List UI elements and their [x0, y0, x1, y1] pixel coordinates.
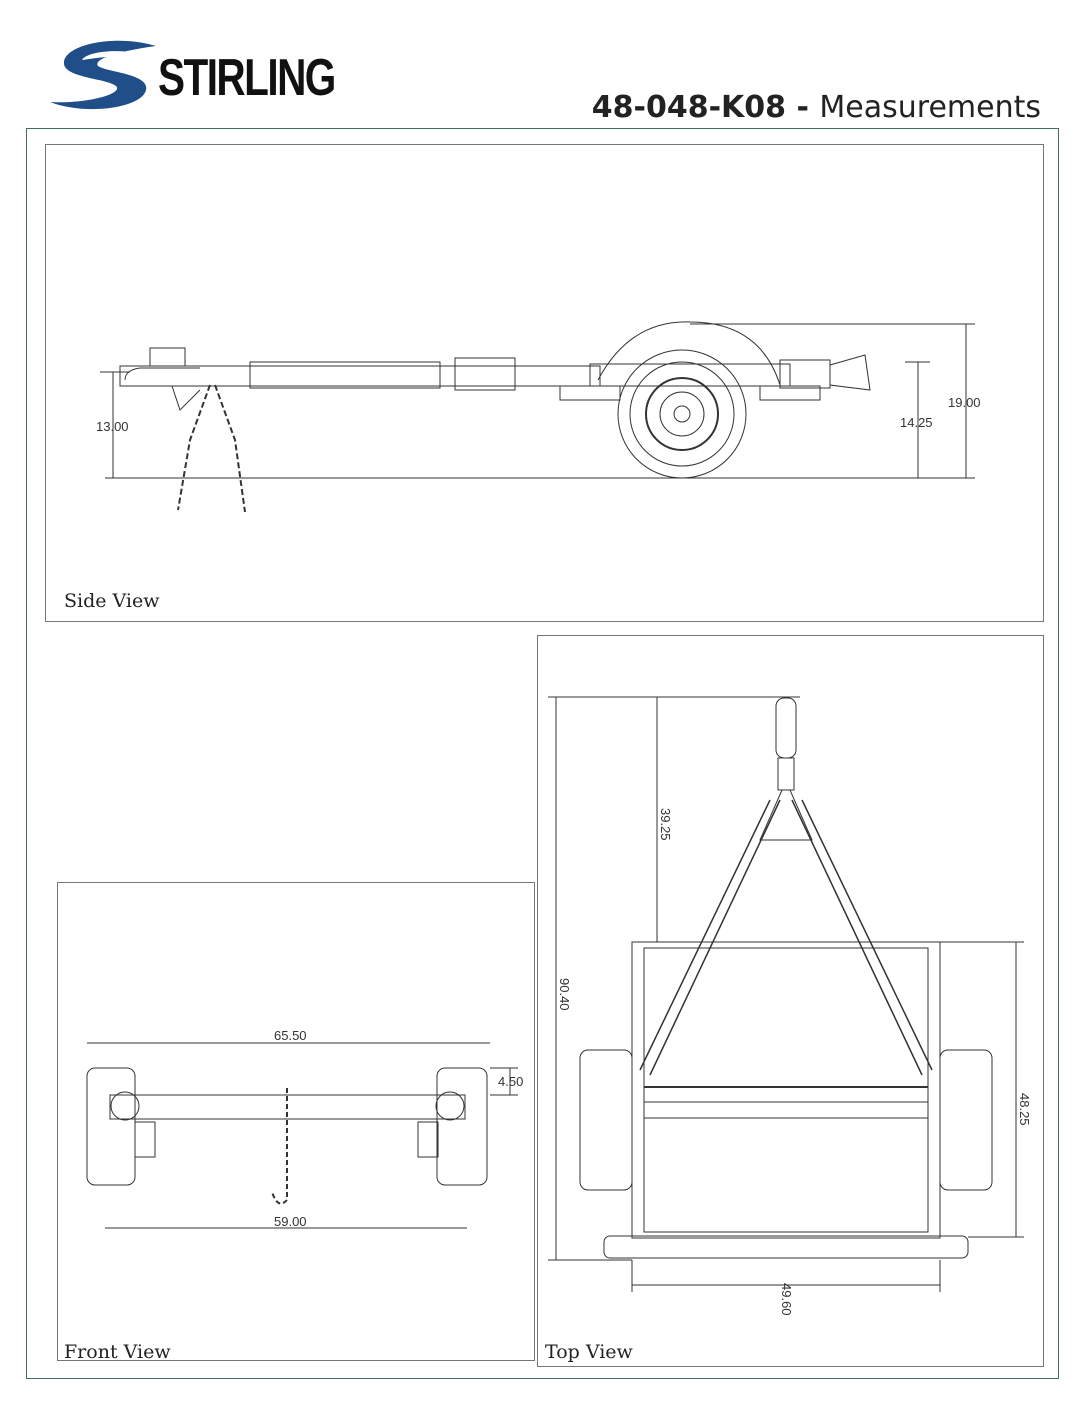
front-view-drawing: 65.50 4.50 59.00: [86, 1028, 523, 1229]
dim-overall-width: 65.50: [274, 1028, 307, 1043]
side-view-panel: [45, 144, 1044, 622]
front-view-label: Front View: [64, 1341, 171, 1363]
dim-track-width: 59.00: [274, 1214, 307, 1229]
title-separator: -: [786, 90, 820, 125]
dim-tongue-length: 39.25: [658, 808, 673, 841]
top-view-drawing: 90.40 39.25 48.25 49.60: [548, 696, 1032, 1316]
dim-overall-length: 90.40: [557, 978, 572, 1011]
dim-frame-length: 48.25: [1017, 1093, 1032, 1126]
model-number: 48-048-K08: [591, 90, 787, 125]
title-suffix: Measurements: [819, 90, 1041, 125]
dim-frame-width: 49.60: [779, 1283, 794, 1316]
stirling-logo-icon: [50, 40, 156, 110]
front-view-panel: [57, 882, 535, 1361]
dim-wheel-offset: 4.50: [498, 1074, 523, 1089]
dim-hitch-height: 13.00: [96, 419, 129, 434]
top-view-panel: [537, 635, 1044, 1367]
side-view-drawing: 13.00 14.25 19.00: [96, 321, 981, 513]
drawing-frame: [26, 128, 1059, 1379]
dim-frame-height: 14.25: [900, 415, 933, 430]
dim-fender-height: 19.00: [948, 395, 981, 410]
side-view-label: Side View: [64, 590, 160, 612]
page-title: 48-048-K08 - Measurements: [592, 90, 1041, 125]
top-view-label: Top View: [545, 1341, 633, 1363]
brand-name: STIRLING: [158, 49, 336, 107]
